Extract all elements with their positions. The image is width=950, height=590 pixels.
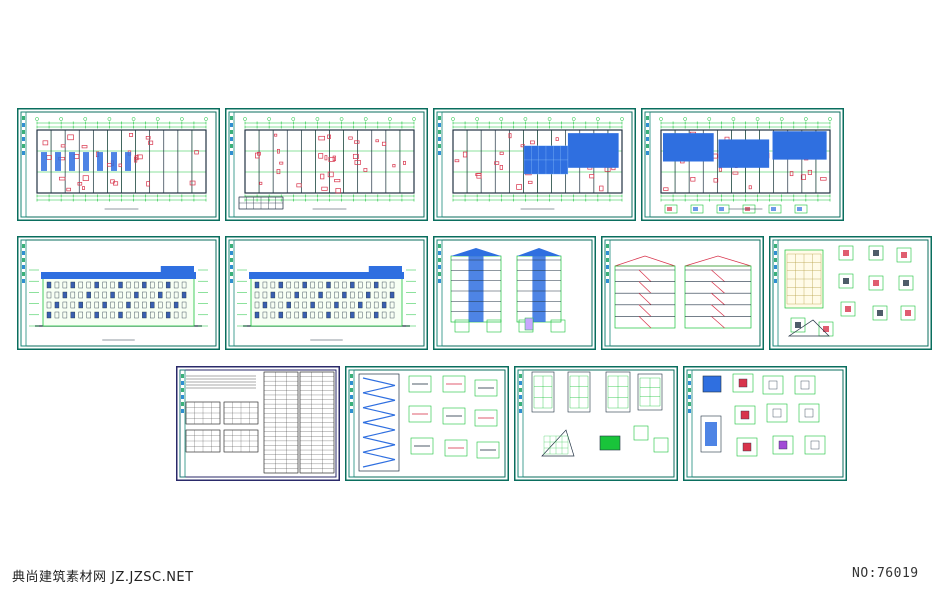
- sheet-stair-details-drawing: [345, 366, 509, 481]
- sheet-side-elevations-drawing: [433, 236, 596, 350]
- sheet-design-notes-drawing: [176, 366, 340, 481]
- sheet-details-2[interactable]: [514, 366, 678, 481]
- site-watermark: 典尚建筑素材网 JZ.JZSC.NET: [12, 570, 194, 585]
- sheet-details-3[interactable]: [683, 366, 847, 481]
- item-number: NO:76019: [852, 566, 919, 581]
- sheet-details-1[interactable]: [769, 236, 932, 350]
- sheet-roof-plan-2[interactable]: [641, 108, 844, 221]
- sheet-elevation-front[interactable]: [17, 236, 220, 350]
- sheet-elevation-front-drawing: [17, 236, 220, 350]
- sheet-details-2-drawing: [514, 366, 678, 481]
- sheet-floor-plan-2[interactable]: [225, 108, 428, 221]
- sheet-roof-plan-1[interactable]: [433, 108, 636, 221]
- sheet-roof-plan-2-drawing: [641, 108, 844, 221]
- sheet-floor-plan-1[interactable]: [17, 108, 220, 221]
- sheet-elevation-rear[interactable]: [225, 236, 428, 350]
- sheet-floor-plan-1-drawing: [17, 108, 220, 221]
- sheet-stair-details[interactable]: [345, 366, 509, 481]
- sheet-roof-plan-1-drawing: [433, 108, 636, 221]
- sheet-floor-plan-2-drawing: [225, 108, 428, 221]
- sheet-sections-drawing: [601, 236, 764, 350]
- sheet-design-notes[interactable]: [176, 366, 340, 481]
- sheet-sections[interactable]: [601, 236, 764, 350]
- sheet-elevation-rear-drawing: [225, 236, 428, 350]
- sheet-details-1-drawing: [769, 236, 932, 350]
- sheet-side-elevations[interactable]: [433, 236, 596, 350]
- sheet-details-3-drawing: [683, 366, 847, 481]
